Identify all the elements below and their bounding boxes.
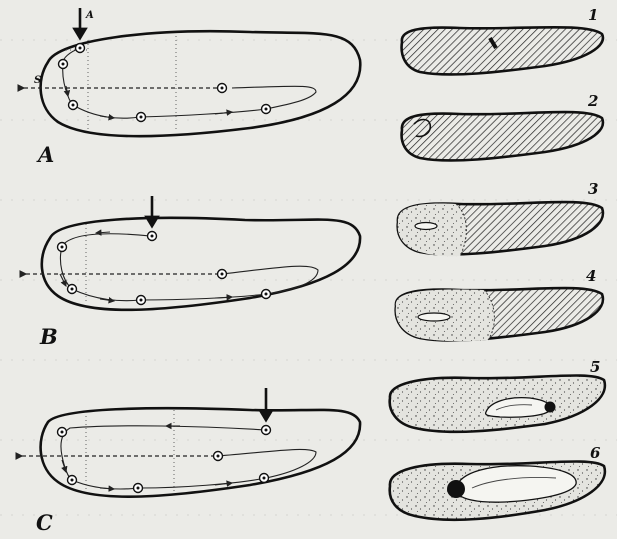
stage-5: 5 [390, 358, 605, 432]
node-c-3 [68, 476, 77, 485]
stage-3-stippled-zone [398, 204, 467, 257]
stage-5-label: 5 [590, 358, 600, 376]
pod-outline-c [41, 408, 361, 497]
node-a-2 [59, 60, 68, 69]
node-c-6 [214, 452, 223, 461]
diagram-panel-c: C [22, 388, 360, 535]
diagram-panel-a: A S A [24, 8, 360, 167]
pod-outline-a [41, 31, 361, 136]
node-b-6 [218, 270, 227, 279]
stage-2: 2 [402, 92, 603, 160]
panel-label-c: C [36, 510, 53, 535]
stage-1-pod [402, 27, 603, 74]
node-b-2 [58, 243, 67, 252]
node-b-3 [68, 285, 77, 294]
flow-path-b [60, 234, 318, 301]
node-b-4 [137, 296, 146, 305]
stage-3: 3 [398, 180, 603, 256]
stage-4-larva [418, 313, 450, 321]
marker-label-a: A [85, 10, 94, 21]
node-c-4 [134, 484, 143, 493]
panel-label-b: B [39, 324, 58, 349]
stage-5-head [545, 402, 556, 413]
stage-6-head [447, 480, 465, 498]
node-b-1 [148, 232, 157, 241]
flow-path-a [63, 48, 316, 118]
panel-label-a: A [36, 142, 54, 167]
stage-2-label: 2 [587, 92, 598, 110]
stage-1-label: 1 [588, 6, 598, 24]
stage-1: 1 [402, 6, 603, 74]
node-c-5 [260, 474, 269, 483]
node-a-6 [218, 84, 227, 93]
stage-6: 6 [390, 444, 605, 520]
node-c-1 [262, 426, 271, 435]
stage-2-pod [402, 112, 603, 161]
node-b-5 [262, 290, 271, 299]
node-c-2 [58, 428, 67, 437]
stage-3-larva [415, 223, 437, 230]
node-a-1 [76, 44, 85, 53]
node-a-5 [262, 105, 271, 114]
stage-4: 4 [396, 267, 603, 341]
paper-texture [0, 40, 617, 515]
node-a-4 [137, 113, 146, 122]
stage-3-label: 3 [588, 180, 598, 198]
stage-6-label: 6 [590, 444, 601, 462]
side-label-a: S [34, 75, 41, 86]
node-a-3 [69, 101, 78, 110]
stage-4-label: 4 [586, 267, 596, 285]
diagram-panel-b: B [26, 196, 360, 349]
